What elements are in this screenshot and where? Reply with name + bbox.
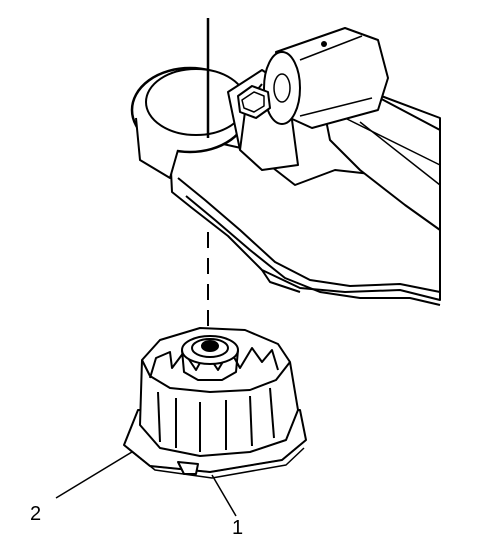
control-arm — [130, 27, 441, 306]
callout-leaders — [55, 451, 237, 517]
callout-2-label: 2 — [30, 503, 41, 525]
ball-joint-bushing — [123, 327, 307, 479]
callout-1-label: 1 — [232, 517, 243, 539]
